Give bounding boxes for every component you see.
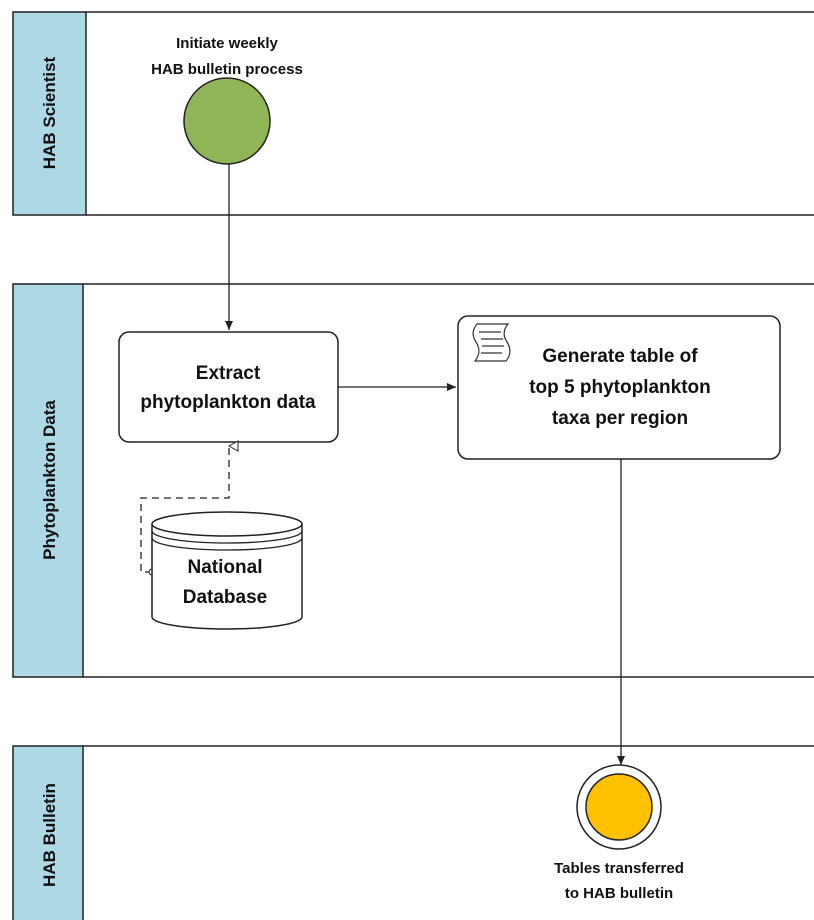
task-extract-line2: phytoplankton data xyxy=(140,392,316,413)
data-store-line1: National xyxy=(188,557,263,578)
start-event-label-line1: Initiate weekly xyxy=(176,35,278,52)
lane-label: Phytoplankton Data xyxy=(40,400,59,560)
start-event-circle[interactable] xyxy=(183,77,271,165)
start-event[interactable]: Initiate weekly HAB bulletin process xyxy=(151,35,303,165)
task-generate-line2: top 5 phytoplankton xyxy=(529,377,711,398)
lane-header xyxy=(12,11,87,216)
lane-label: HAB Bulletin xyxy=(40,783,59,887)
lane-hab-scientist: HAB Scientist xyxy=(12,11,814,216)
lane-header xyxy=(12,283,84,678)
data-store-line2: Database xyxy=(183,587,268,608)
task-generate-line1: Generate table of xyxy=(542,346,698,367)
data-association xyxy=(140,446,229,573)
task-generate-line3: taxa per region xyxy=(552,408,688,429)
end-event-label-line1: Tables transferred xyxy=(554,860,684,877)
lane-hab-bulletin: HAB Bulletin xyxy=(12,745,814,920)
task-extract[interactable]: Extract phytoplankton data xyxy=(118,331,339,443)
end-event[interactable]: Tables transferred to HAB bulletin xyxy=(554,764,684,902)
lane-header xyxy=(12,745,84,920)
lane-phytoplankton-data: Phytoplankton Data xyxy=(12,283,814,678)
task-generate[interactable]: Generate table of top 5 phytoplankton ta… xyxy=(457,315,781,460)
start-event-label-line2: HAB bulletin process xyxy=(151,61,303,78)
end-event-label-line2: to HAB bulletin xyxy=(565,885,673,902)
script-icon xyxy=(472,323,511,362)
task-extract-line1: Extract xyxy=(196,363,261,384)
task-generate-box[interactable] xyxy=(457,315,781,460)
lane-label: HAB Scientist xyxy=(40,56,59,169)
task-extract-box[interactable] xyxy=(118,331,339,443)
data-store-national-database[interactable]: National Database xyxy=(151,511,303,630)
end-event-circle[interactable] xyxy=(585,773,653,841)
